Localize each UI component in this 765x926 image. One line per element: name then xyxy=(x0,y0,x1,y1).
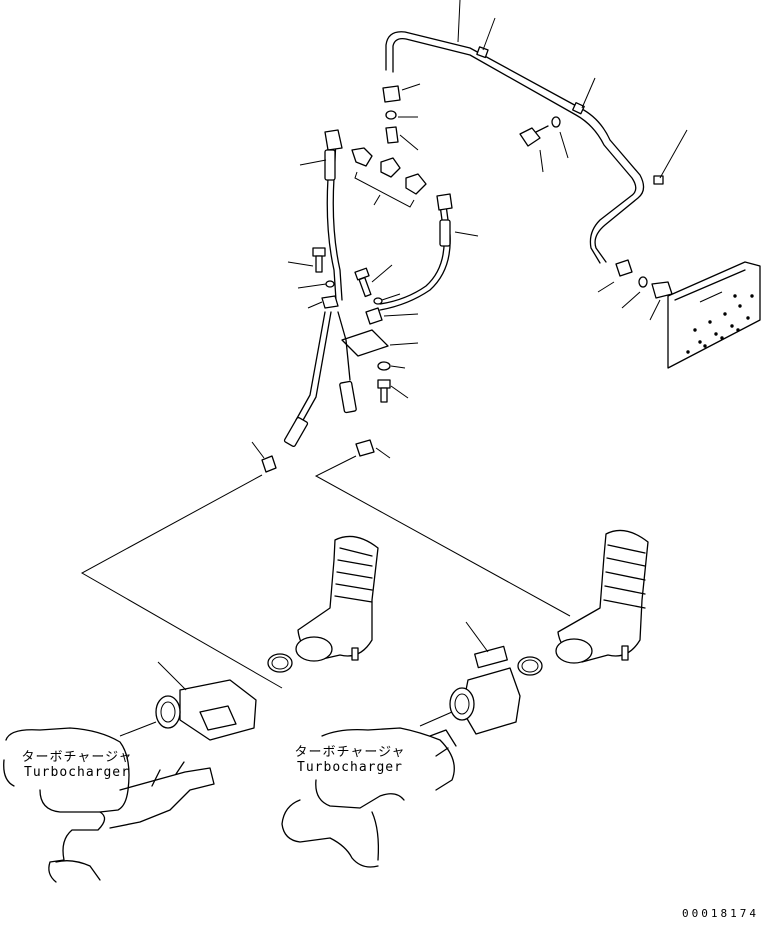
left-turbocharger-label: ターボチャージャ Turbocharger xyxy=(12,750,142,780)
bracket-plate xyxy=(667,261,761,369)
tube-end-fittings xyxy=(597,259,673,321)
right-turbocharger-label-jp: ターボチャージャ xyxy=(294,745,406,760)
left-turbocharger xyxy=(3,727,215,883)
assembly-lines xyxy=(80,455,571,689)
left-turbocharger-label-jp: ターボチャージャ xyxy=(21,750,133,765)
right-turbocharger-label-en: Turbocharger xyxy=(297,760,403,775)
flexible-hoses xyxy=(299,129,479,311)
leader-lines-top xyxy=(457,0,688,179)
fitting-stack xyxy=(380,83,421,178)
elbow-fittings xyxy=(351,147,427,208)
bolt-washer-upper xyxy=(519,116,569,173)
left-turbocharger-label-en: Turbocharger xyxy=(24,765,130,780)
right-turbocharger xyxy=(281,727,457,868)
drawing-number: 00018174 xyxy=(682,907,759,920)
lower-hoses xyxy=(251,311,391,473)
left-elbow-boot xyxy=(267,535,379,673)
rigid-tube xyxy=(385,31,664,264)
mid-fasteners xyxy=(287,247,419,403)
left-valve-assembly xyxy=(119,661,257,741)
right-elbow-boot xyxy=(517,529,649,676)
right-turbocharger-label: ターボチャージャ Turbocharger xyxy=(285,745,415,775)
right-valve-assembly xyxy=(419,621,521,735)
